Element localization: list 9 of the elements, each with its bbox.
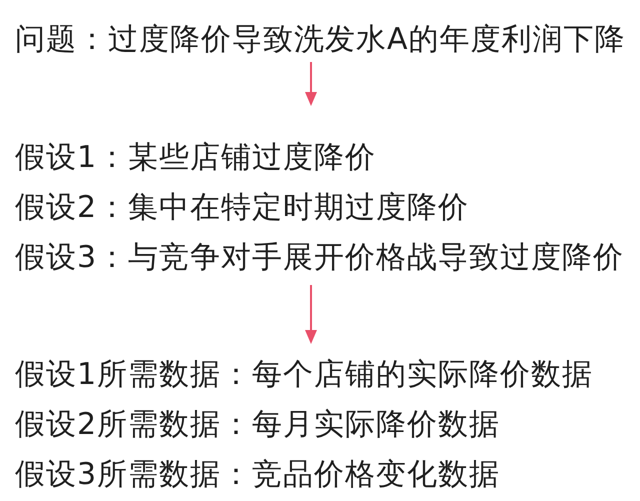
hypothesis-text: 假设1：某些店铺过度降价 [15,139,378,177]
data-requirement-text: 假设3所需数据：竞品价格变化数据 [15,456,502,494]
arrow [305,285,317,344]
problem-statement: 问题：过度降价导致洗发水A的年度利润下降 [15,21,626,59]
hypothesis-text: 假设2：集中在特定时期过度降价 [15,189,470,227]
data-requirement-text: 假设2所需数据：每月实际降价数据 [15,406,502,444]
arrow [305,62,317,106]
hypothesis-text: 假设3：与竞争对手展开价格战导致过度降价 [15,239,624,277]
data-requirement-text: 假设1所需数据：每个店铺的实际降价数据 [15,356,594,394]
